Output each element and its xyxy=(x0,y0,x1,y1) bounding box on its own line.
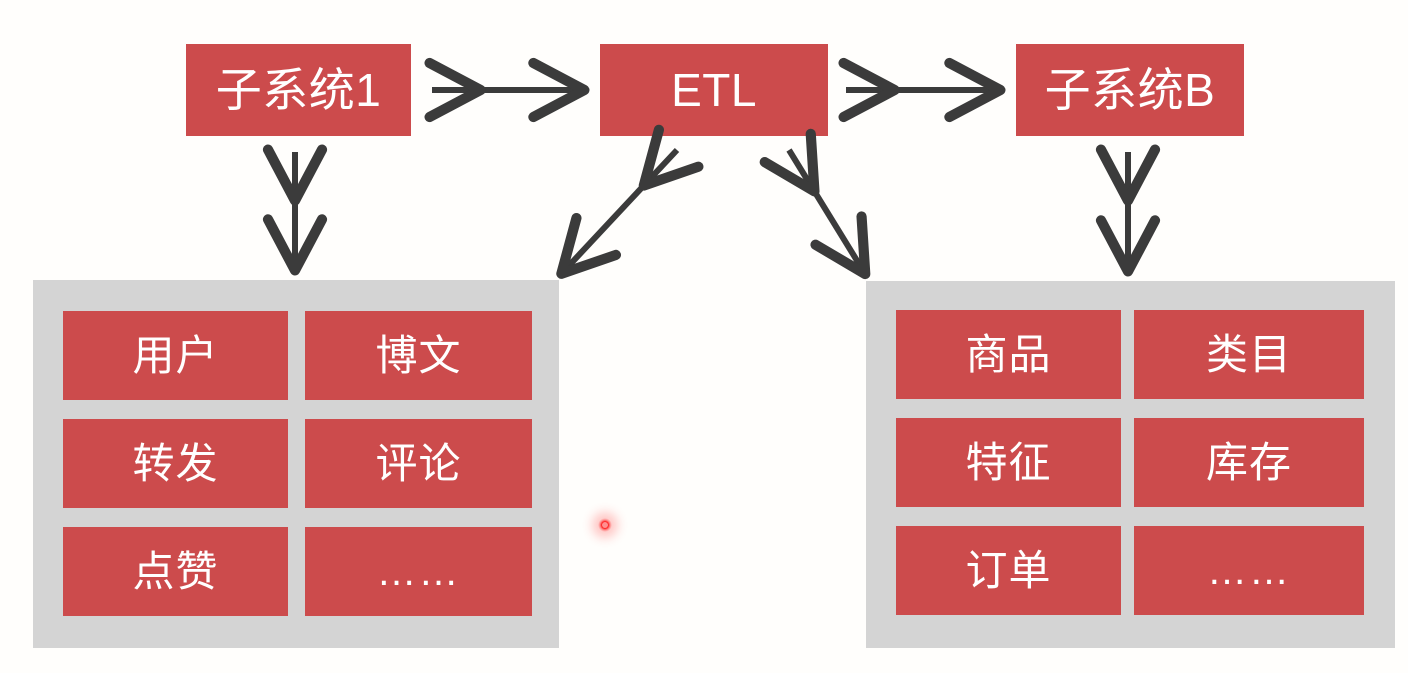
cell-more-right-label: …… xyxy=(1207,548,1291,593)
node-etl[interactable]: ETL xyxy=(600,44,828,136)
cell-more-left-label: …… xyxy=(376,549,461,594)
cell-comment[interactable]: 评论 xyxy=(305,419,532,508)
cursor-click-marker xyxy=(598,518,612,532)
connector-etl-rightstore xyxy=(759,128,871,280)
cell-category-label: 类目 xyxy=(1205,330,1292,378)
node-subsystem-1-label: 子系统1 xyxy=(215,64,382,116)
cell-inventory[interactable]: 库存 xyxy=(1134,418,1364,507)
connector-etl-leftstore xyxy=(556,124,704,279)
group-panel-left-store: 用户 博文 转发 评论 点赞 …… xyxy=(33,280,559,648)
cell-like-label: 点赞 xyxy=(132,547,219,595)
cell-order[interactable]: 订单 xyxy=(896,526,1121,615)
cell-user[interactable]: 用户 xyxy=(63,311,288,400)
cell-repost-label: 转发 xyxy=(132,439,219,487)
cell-post[interactable]: 博文 xyxy=(305,311,532,400)
cell-feature-label: 特征 xyxy=(965,438,1052,486)
node-subsystem-b[interactable]: 子系统B xyxy=(1016,44,1244,136)
cell-order-label: 订单 xyxy=(965,546,1052,594)
node-etl-label: ETL xyxy=(671,64,757,116)
cell-like[interactable]: 点赞 xyxy=(63,527,288,616)
node-subsystem-1[interactable]: 子系统1 xyxy=(186,44,411,136)
node-subsystem-b-label: 子系统B xyxy=(1044,64,1216,116)
cell-product[interactable]: 商品 xyxy=(896,310,1121,399)
cell-product-label: 商品 xyxy=(965,330,1052,378)
cell-post-label: 博文 xyxy=(375,331,462,379)
cell-inventory-label: 库存 xyxy=(1205,438,1292,486)
group-panel-right-store: 商品 类目 特征 库存 订单 …… xyxy=(866,281,1395,648)
cell-more-right[interactable]: …… xyxy=(1134,526,1364,615)
cell-more-left[interactable]: …… xyxy=(305,527,532,616)
cell-repost[interactable]: 转发 xyxy=(63,419,288,508)
cell-category[interactable]: 类目 xyxy=(1134,310,1364,399)
cell-feature[interactable]: 特征 xyxy=(896,418,1121,507)
cell-comment-label: 评论 xyxy=(375,439,462,487)
cell-user-label: 用户 xyxy=(132,331,219,379)
